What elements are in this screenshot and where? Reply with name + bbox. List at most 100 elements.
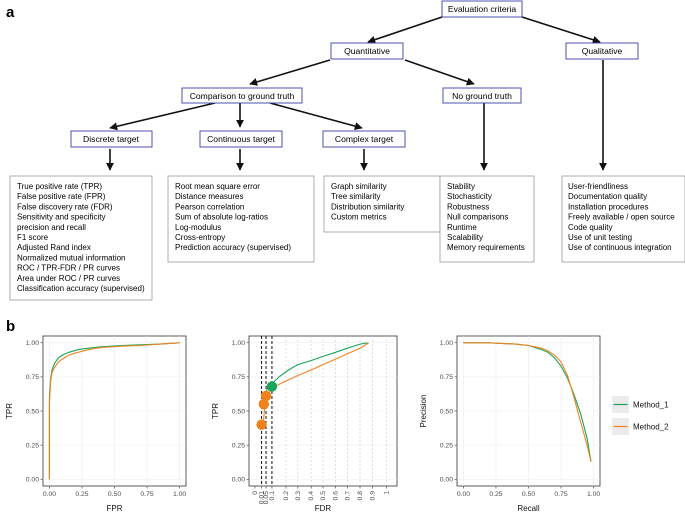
y-tick-label: 0.25 [232,442,245,449]
node-quantitative: Quantitative [344,46,390,56]
list-item-qualitative: Installation procedures [568,202,649,211]
box-no-ground-truth [442,87,522,104]
arrow-root-quantitative [367,16,443,44]
list-item-discrete: F1 score [17,233,49,242]
x-tick-label: 0.5 [320,491,327,501]
arrow-quant-noground [404,59,475,86]
list-item-discrete: Normalized mutual information [17,253,126,262]
x-axis-title: FDR [315,504,332,513]
list-item-discrete: Classification accuracy (supervised) [17,284,145,293]
x-tick-label: 0.75 [554,491,567,498]
y-tick-label: 0.75 [26,374,39,381]
list-item-qualitative: Code quality [568,223,612,232]
tree-arrows [106,16,607,171]
list-item-no-ground-truth: Scalability [447,233,483,242]
box-complex [322,130,406,148]
list-item-discrete: precision and recall [17,223,86,232]
list-item-discrete: Area under ROC / PR curves [17,274,120,283]
x-tick-label: 0.50 [108,491,121,498]
arrow-comp-discrete [109,102,216,131]
node-continuous: Continuous target [207,134,275,144]
list-item-continuous: Pearson correlation [175,202,244,211]
box-quantitative [330,42,404,60]
x-tick-label: 0.25 [489,491,502,498]
list-item-discrete: Adjusted Rand index [17,243,91,252]
list-item-no-ground-truth: Runtime [447,223,477,232]
list-item-discrete: ROC / TPR-FDR / PR curves [17,264,120,273]
list-box-no-ground-truth [439,175,535,263]
y-axis-title: Precision [419,395,428,428]
list-box-discrete [9,175,153,301]
legend-label: Method_1 [633,401,669,410]
list-item-discrete: Sensitivity and specificity [17,213,105,222]
threshold-marker-method-2 [256,419,267,430]
x-tick-label: 0.4 [308,491,315,501]
list-item-qualitative: Use of continuous integration [568,243,672,252]
x-tick-label: 0.9 [370,491,377,501]
y-tick-label: 0.00 [26,477,39,484]
arrow-comp-complex [269,102,363,130]
list-item-discrete: False positive rate (FPR) [17,192,106,201]
list-item-qualitative: Freely available / open source [568,213,675,222]
list-item-discrete: True positive rate (TPR) [17,182,102,191]
x-tick-label: 0.75 [140,491,153,498]
box-continuous [199,130,283,148]
list-boxes [9,175,685,301]
threshold-marker-method-1 [266,381,278,392]
y-axis-title: TPR [5,403,14,419]
y-tick-label: 1.00 [26,340,39,347]
y-tick-label: 0.25 [440,442,453,449]
y-tick-label: 0.50 [232,408,245,415]
y-tick-label: 0.75 [440,374,453,381]
node-discrete: Discrete target [83,134,139,144]
x-tick-label: 0.00 [43,491,56,498]
list-item-complex: Distribution similarity [331,202,404,211]
header-boxes [70,0,639,148]
node-qualitative: Qualitative [582,46,623,56]
x-axis-title: Recall [517,504,539,513]
list-item-complex: Tree similarity [331,192,380,201]
list-item-discrete: False discovery rate (FDR) [17,202,113,211]
y-tick-label: 0.00 [232,477,245,484]
x-tick-label: 0.01 [259,491,266,504]
x-tick-label: 0.05 [263,491,270,504]
list-item-no-ground-truth: Memory requirements [447,243,525,252]
y-tick-label: 0.50 [440,408,453,415]
x-tick-label: 0 [252,491,259,495]
x-tick-label: 0.1 [269,491,276,501]
x-tick-label: 0.50 [522,491,535,498]
criteria-lists: True positive rate (TPR)False positive r… [17,182,675,293]
node-complex: Complex target [335,134,394,144]
panel-a-label: a [6,4,15,21]
node-no-ground-truth: No ground truth [452,91,512,101]
threshold-marker-method-2 [258,398,269,410]
legend-label: Method_2 [633,423,669,432]
x-tick-label: 0.2 [283,491,290,501]
list-box-continuous [167,175,315,263]
series-line-method-2 [48,342,180,480]
x-tick-label: 1.00 [587,491,600,498]
box-qualitative [565,42,639,60]
x-axis-title: FPR [107,504,123,513]
x-tick-label: 0.6 [333,491,340,501]
x-tick-label: 0.00 [457,491,470,498]
y-tick-label: 0.50 [26,408,39,415]
x-tick-label: 0.7 [344,491,351,501]
list-box-qualitative [561,175,685,263]
list-item-continuous: Distance measures [175,192,243,201]
x-tick-label: 0.8 [357,491,364,501]
y-tick-label: 0.25 [26,442,39,449]
header-labels: Evaluation criteria Quantitative Qualita… [83,4,622,144]
series-line-method-2 [463,342,592,462]
list-item-continuous: Log-modulus [175,223,221,232]
list-item-complex: Custom metrics [331,213,387,222]
list-item-qualitative: User-friendliness [568,182,628,191]
box-root [441,0,523,18]
panel-b-label: b [6,318,15,335]
